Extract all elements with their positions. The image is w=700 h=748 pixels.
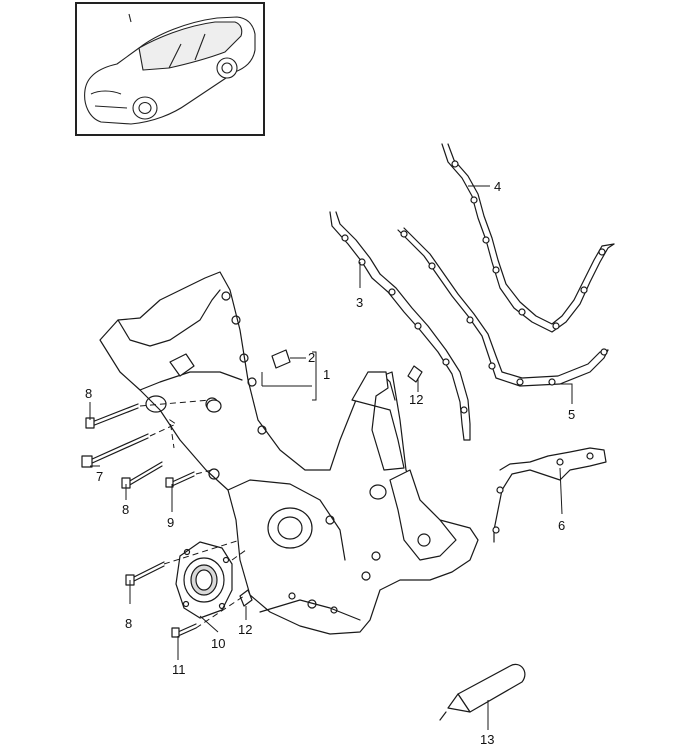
callout-7: 7 [96,469,104,484]
gasket-3 [330,212,464,440]
callout-2: 2 [308,350,316,365]
callout-12-top: 12 [409,392,424,407]
car-thumbnail-icon [77,4,263,134]
callout-8-mid: 8 [122,502,130,517]
seal-carrier [176,542,232,618]
callout-11: 11 [172,662,186,677]
vehicle-thumbnail-frame [75,2,265,136]
sealant-tube [440,664,525,720]
callout-4: 4 [494,179,502,194]
callout-13: 13 [480,732,495,747]
dowel-pin [272,350,290,368]
gasket-4 [442,144,614,332]
leader-lines [90,186,572,730]
callout-5: 5 [568,407,576,422]
callout-3: 3 [356,295,364,310]
callout-1: 1 [323,367,331,382]
bolts [82,366,422,637]
guide-bracket [352,372,404,470]
gasket-5 [398,230,608,386]
callout-9: 9 [167,515,175,530]
timing-cover [100,272,478,634]
gasket-6 [494,448,606,542]
callout-8-top: 8 [85,386,93,401]
callout-12-low: 12 [238,622,253,637]
callout-8-low: 8 [125,616,133,631]
callout-10: 10 [211,636,226,651]
callout-6: 6 [558,518,566,533]
